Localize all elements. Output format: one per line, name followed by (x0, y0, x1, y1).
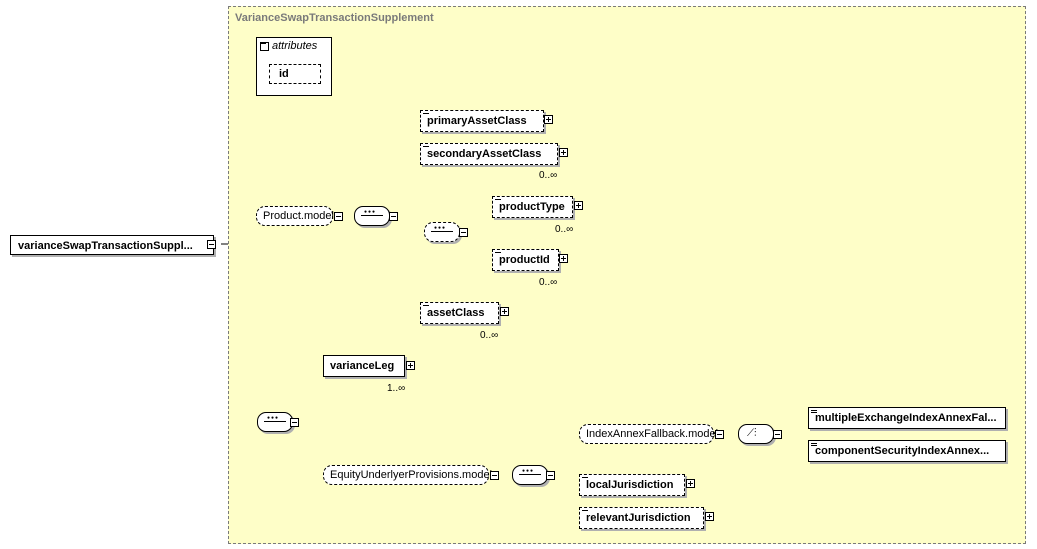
expand-variance-leg-icon[interactable] (406, 361, 415, 370)
attribute-id[interactable]: id (269, 64, 321, 84)
cardinality-product-id: 0..∞ (539, 277, 558, 288)
element-multiple-exchange-index-annex[interactable]: multipleExchangeIndexAnnexFal... (808, 407, 1006, 429)
expand-local-jurisdiction-icon[interactable] (686, 479, 695, 488)
root-element-label: varianceSwapTransactionSuppl... (18, 240, 193, 252)
product-sequence-collapse-icon[interactable] (389, 212, 398, 221)
product-choice-compositor (424, 222, 460, 242)
expand-primary-asset-class-icon[interactable] (544, 115, 553, 124)
element-marker-icon (423, 305, 429, 306)
attributes-label: attributes (272, 40, 318, 52)
expand-product-type-icon[interactable] (574, 201, 583, 210)
product-model-collapse-icon[interactable] (334, 212, 343, 221)
element-marker-icon (423, 146, 429, 147)
equity-sequence-collapse-icon[interactable] (546, 471, 555, 480)
element-marker-icon (811, 410, 817, 411)
element-marker-icon (495, 252, 501, 253)
product-model-label: Product.model (263, 210, 334, 222)
equity-sequence-compositor (512, 465, 548, 485)
root-collapse-icon[interactable] (207, 240, 216, 249)
index-annex-collapse-icon[interactable] (715, 430, 724, 439)
element-marker-icon (582, 477, 588, 478)
element-label: secondaryAssetClass (427, 148, 542, 160)
element-label: localJurisdiction (586, 479, 674, 491)
index-annex-label: IndexAnnexFallback.model (586, 428, 719, 440)
product-model-group[interactable]: Product.model (256, 206, 334, 226)
element-label: relevantJurisdiction (586, 512, 691, 524)
element-marker-icon (582, 510, 588, 511)
cardinality-variance-leg: 1..∞ (387, 383, 406, 394)
element-marker-icon (811, 445, 817, 446)
collapse-toggle-icon[interactable] (260, 41, 269, 51)
choice-switch-icon: ⟋⋮ (747, 428, 757, 439)
equity-underlyer-label: EquityUnderlyerProvisions.model (330, 469, 493, 481)
index-annex-choice-collapse-icon[interactable] (773, 430, 782, 439)
element-asset-class[interactable]: assetClass (420, 302, 499, 324)
element-marker-icon (423, 113, 429, 114)
region-title: VarianceSwapTransactionSupplement (235, 12, 434, 24)
index-annex-choice-compositor: ⟋⋮ (738, 424, 774, 444)
attributes-box: attributes id (256, 37, 332, 96)
element-variance-leg[interactable]: varianceLeg (323, 355, 405, 377)
product-sequence-compositor (354, 206, 390, 226)
element-label: primaryAssetClass (427, 115, 527, 127)
element-label: componentSecurityIndexAnnex... (815, 445, 990, 457)
element-secondary-asset-class[interactable]: secondaryAssetClass (420, 143, 558, 165)
root-element[interactable]: varianceSwapTransactionSuppl... (10, 235, 214, 255)
element-label: varianceLeg (330, 360, 395, 372)
element-marker-icon (811, 443, 817, 444)
expand-relevant-jurisdiction-icon[interactable] (705, 512, 714, 521)
element-product-type[interactable]: productType (492, 196, 573, 218)
cardinality-secondary-asset-class: 0..∞ (539, 170, 558, 181)
expand-asset-class-icon[interactable] (500, 307, 509, 316)
cardinality-asset-class: 0..∞ (480, 330, 499, 341)
element-relevant-jurisdiction[interactable]: relevantJurisdiction (579, 507, 704, 529)
equity-underlyer-collapse-icon[interactable] (490, 471, 499, 480)
element-product-id[interactable]: productId (492, 249, 559, 271)
element-label: assetClass (427, 307, 485, 319)
expand-product-id-icon[interactable] (559, 254, 568, 263)
cardinality-product-type: 0..∞ (555, 224, 574, 235)
expand-secondary-asset-class-icon[interactable] (559, 148, 568, 157)
main-sequence-collapse-icon[interactable] (290, 418, 299, 427)
element-component-security-index-annex[interactable]: componentSecurityIndexAnnex... (808, 440, 1006, 462)
index-annex-group[interactable]: IndexAnnexFallback.model (579, 424, 718, 444)
element-local-jurisdiction[interactable]: localJurisdiction (579, 474, 685, 496)
attributes-heading: attributes (260, 40, 317, 52)
element-label: productType (499, 201, 565, 213)
element-primary-asset-class[interactable]: primaryAssetClass (420, 110, 544, 132)
main-sequence-compositor (257, 412, 293, 432)
element-marker-icon (811, 412, 817, 413)
element-marker-icon (495, 199, 501, 200)
equity-underlyer-group[interactable]: EquityUnderlyerProvisions.model (323, 465, 493, 485)
element-label: productId (499, 254, 550, 266)
element-label: multipleExchangeIndexAnnexFal... (815, 412, 997, 424)
product-choice-collapse-icon[interactable] (459, 228, 468, 237)
complex-type-region: VarianceSwapTransactionSupplement (228, 6, 1026, 544)
